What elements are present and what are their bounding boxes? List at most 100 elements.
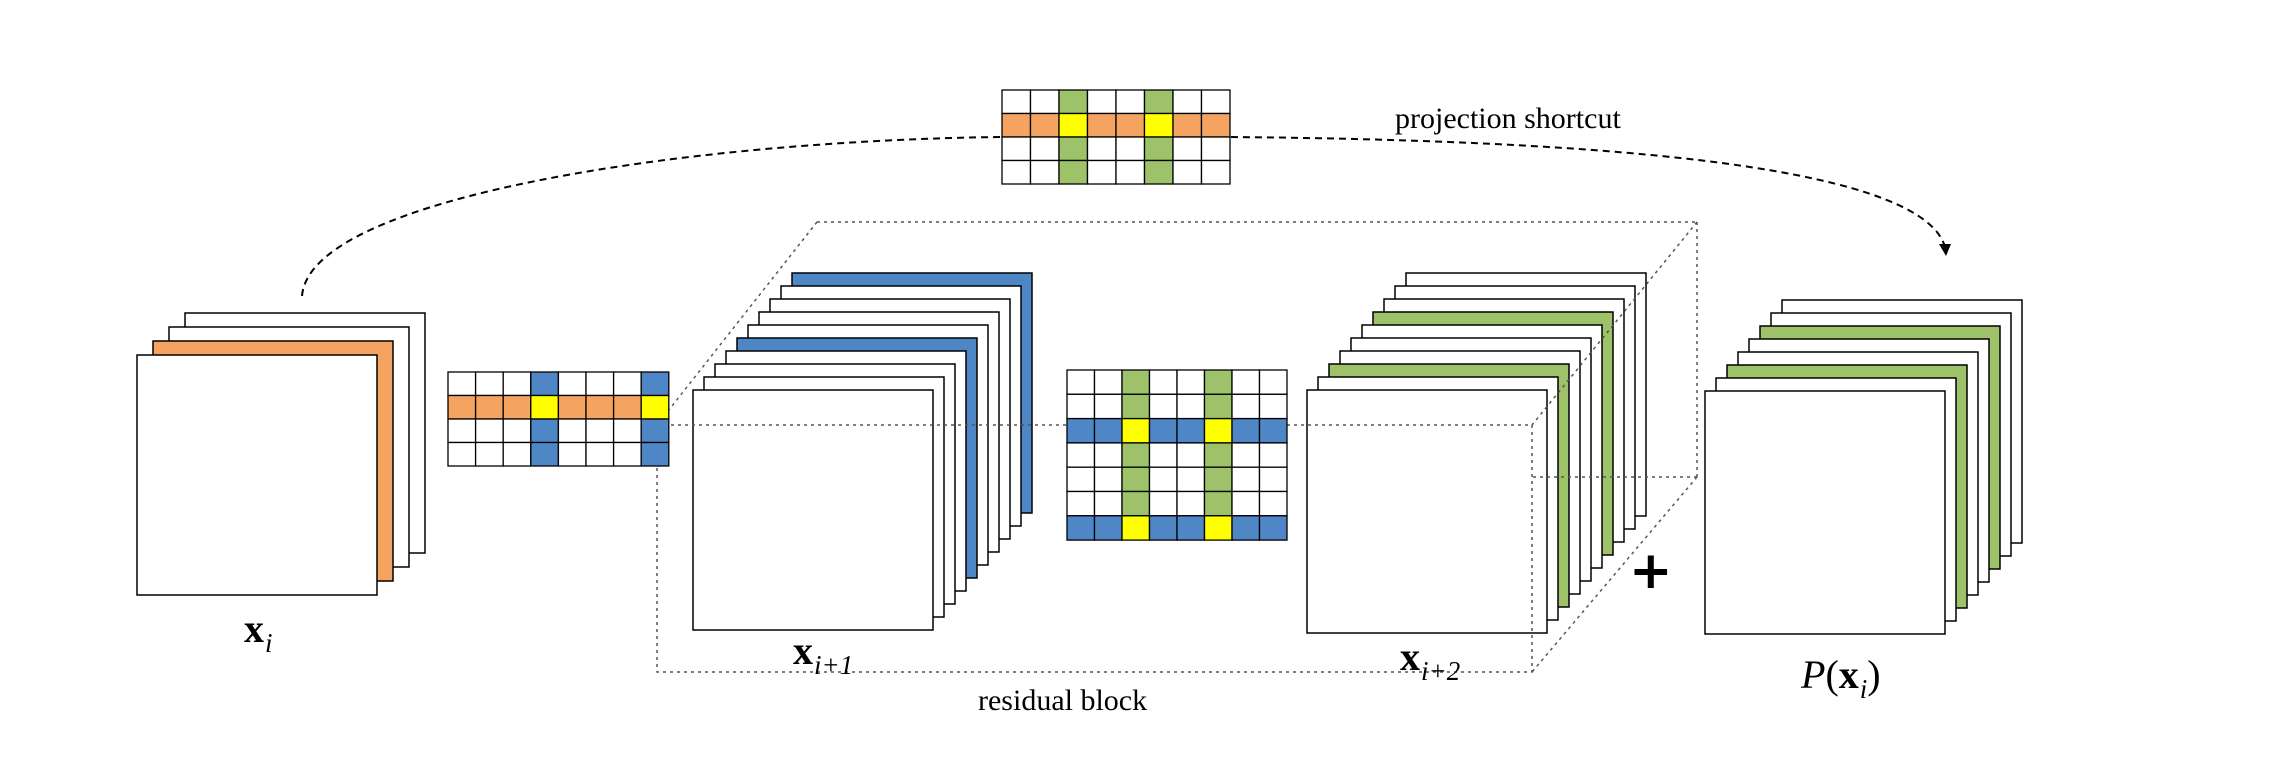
grid-cell [1066,490,1096,517]
grid-cell [585,441,615,467]
grid-cell [1172,112,1203,138]
grid-cell [1093,515,1123,541]
grid-cell [1148,466,1178,493]
grid-cell [1001,136,1032,162]
grid-cell [1200,136,1231,162]
grid-cell [1148,369,1178,395]
grid-cell [1121,490,1151,517]
grid-cell [640,394,670,420]
grid-cell [1148,393,1178,420]
grid-cell [1029,89,1060,115]
projection-shortcut-label: projection shortcut [1395,102,1621,135]
grid-cell [1086,136,1117,162]
grid-cell [1093,490,1123,517]
grid-cell [1148,417,1178,444]
grid-cell [1066,393,1096,420]
grid-cell [1203,369,1233,395]
grid-cell [1058,89,1089,115]
grid-cell [447,418,477,444]
grid-cell [1258,466,1288,493]
grid-cell [1093,442,1123,468]
grid-cell [1115,159,1146,185]
x-i-label: xi [244,606,273,658]
grid-cell [1121,515,1151,541]
grid-cell [474,418,504,444]
grid-cell [1001,159,1032,185]
grid-cell [502,371,532,397]
grid-cell [557,418,587,444]
stack-p-x-i [1704,299,2023,635]
grid-cell [1203,490,1233,517]
grid-cell [1121,417,1151,444]
grid-cell [1176,442,1206,468]
grid-cell [1143,159,1174,185]
grid-cell [1058,136,1089,162]
grid-cell [1029,112,1060,138]
grid-cell [1121,466,1151,493]
grid-cell [585,371,615,397]
grid-cell [1203,417,1233,444]
grid-cell [1115,136,1146,162]
grid-cell [1058,159,1089,185]
grid-cell [1148,490,1178,517]
grid-cell [1231,490,1261,517]
grid-cell [1093,466,1123,493]
grid-cell [1231,417,1261,444]
grid-cell [1203,442,1233,468]
grid-cell [1176,369,1206,395]
grid-cell [1115,112,1146,138]
grid-cell [474,371,504,397]
p-of-x-i-label: P(xi) [1801,652,1881,704]
grid-cell [612,441,642,467]
grid-cell [1001,89,1032,115]
grid-cell [1093,369,1123,395]
grid-cell [1176,490,1206,517]
grid-cell [1066,417,1096,444]
grid-cell [1093,393,1123,420]
feature-map [136,354,378,596]
plus-sign: + [1629,541,1673,601]
grid-cell [557,441,587,467]
grid-cell [1121,442,1151,468]
grid-cell [1258,490,1288,517]
grid-cell [612,371,642,397]
grid-cell [1093,417,1123,444]
grid-cell [1148,442,1178,468]
grid-cell [1143,136,1174,162]
grid-cell [1029,136,1060,162]
grid-cell [1086,112,1117,138]
grid-cell [1231,369,1261,395]
grid-cell [1029,159,1060,185]
grid-cell [1176,515,1206,541]
grid-cell [1115,89,1146,115]
grid-cell [1172,136,1203,162]
grid-cell [1231,515,1261,541]
grid-cell [1121,369,1151,395]
grid-cell [1086,89,1117,115]
grid-cell [502,394,532,420]
grid-cell [530,441,560,467]
grid-cell [447,394,477,420]
stack-x-i-plus-2 [1306,272,1647,634]
grid-cell [530,371,560,397]
grid-cell [1231,442,1261,468]
grid-cell [530,394,560,420]
kernel-grid-input [447,371,670,467]
stack-x-i [136,312,426,596]
residual-block-box [656,221,1698,673]
grid-cell [585,394,615,420]
kernel-grid-residual [1066,369,1288,541]
grid-cell [530,418,560,444]
grid-cell [1200,89,1231,115]
grid-cell [612,394,642,420]
grid-cell [1143,112,1174,138]
grid-cell [1066,442,1096,468]
grid-cell [502,441,532,467]
grid-cell [1258,417,1288,444]
grid-cell [447,441,477,467]
grid-cell [1066,515,1096,541]
grid-cell [1258,515,1288,541]
grid-cell [1203,393,1233,420]
grid-cell [1176,393,1206,420]
grid-cell [1172,89,1203,115]
